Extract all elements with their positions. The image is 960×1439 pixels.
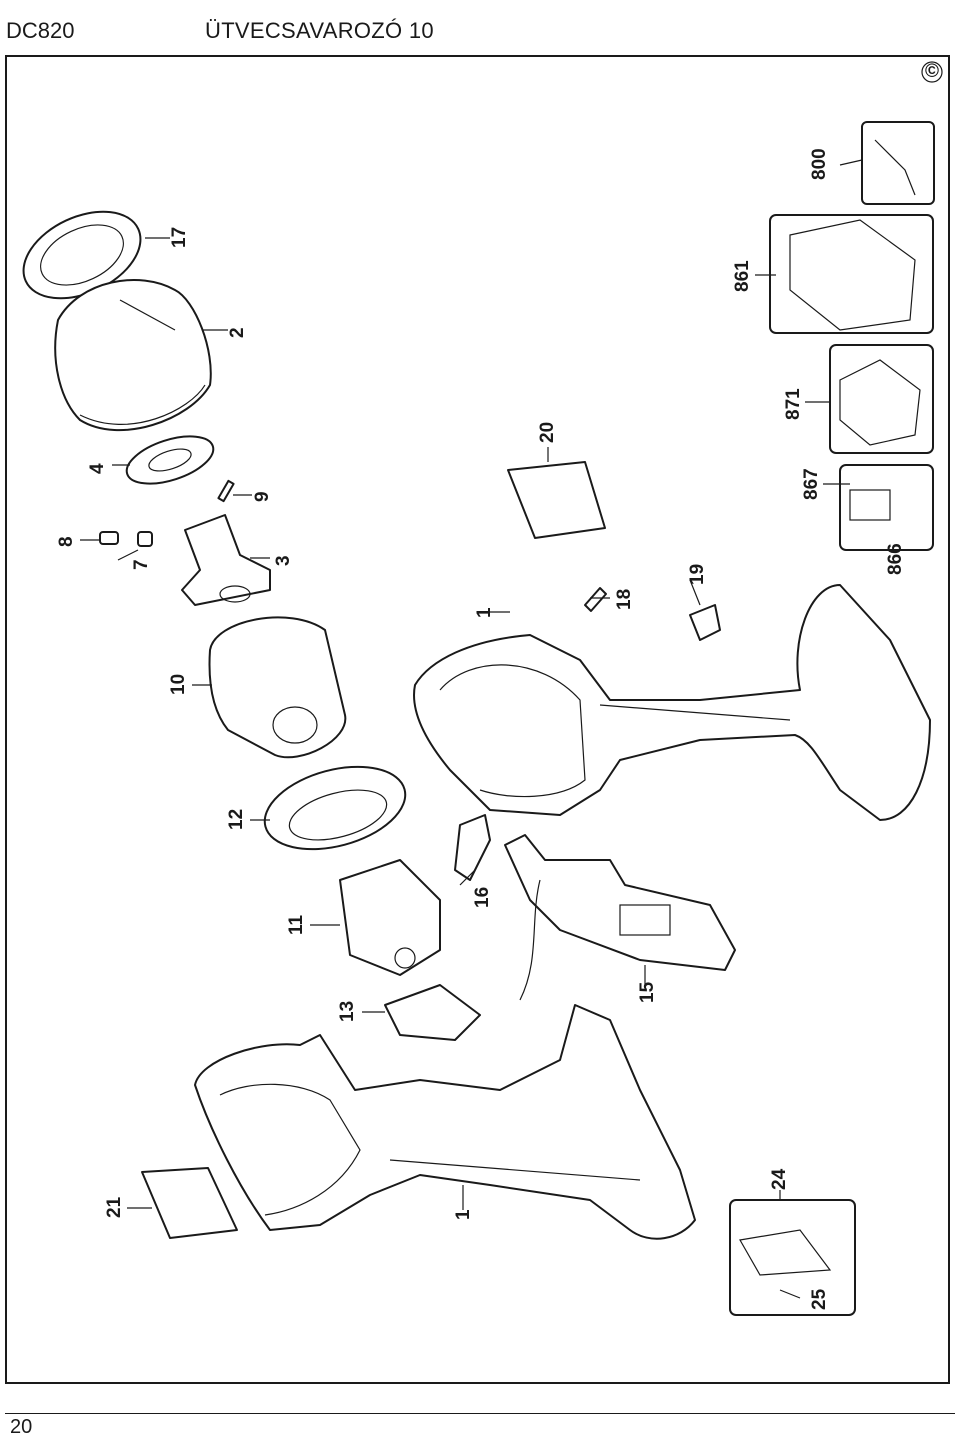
part-24-25-box	[729, 1199, 856, 1316]
part-16-clip	[454, 814, 491, 881]
part-20-label	[507, 461, 606, 539]
part-4-washer	[125, 435, 215, 485]
part-7-spring	[137, 531, 153, 547]
page-number: 20	[10, 1416, 33, 1438]
label-4: 4	[87, 463, 108, 474]
svg-text:©: ©	[925, 61, 939, 82]
leader-lines	[80, 159, 925, 1299]
label-1-bottom: 1	[453, 1209, 474, 1220]
part-12-ring	[263, 765, 407, 851]
part-19-clip	[689, 604, 721, 641]
page-title: ÜTVECSAVAROZÓ 10	[205, 18, 434, 43]
label-1-top: 1	[474, 607, 495, 618]
label-21: 21	[104, 1196, 125, 1218]
label-19: 19	[687, 564, 708, 585]
part-3-anvil	[181, 514, 271, 606]
part-21-label	[141, 1167, 238, 1239]
label-3: 3	[273, 555, 294, 566]
label-7: 7	[131, 559, 152, 570]
part-1-housing-left	[194, 1004, 696, 1240]
part-800-box	[861, 121, 935, 205]
part-18-screw	[584, 587, 607, 612]
part-13-brush-plate	[384, 984, 481, 1041]
label-871: 871	[783, 388, 804, 420]
label-17: 17	[169, 227, 190, 248]
label-25: 25	[809, 1288, 830, 1310]
label-2: 2	[227, 327, 248, 338]
copyright-icon: ©	[921, 61, 943, 83]
footer-divider	[5, 1413, 955, 1414]
label-13: 13	[337, 1001, 358, 1022]
label-867: 867	[801, 468, 822, 500]
part-1-housing-right	[413, 584, 931, 821]
part-labels: 800 17 861 2 871 4 20 9 867 8 7 3 866 18…	[56, 148, 906, 1310]
label-16: 16	[472, 887, 493, 908]
part-866-867-box	[839, 464, 934, 551]
label-866: 866	[885, 543, 906, 575]
label-24: 24	[769, 1168, 790, 1190]
part-8-screw	[99, 531, 119, 545]
label-861: 861	[732, 260, 753, 292]
part-861-battery-box	[769, 214, 934, 334]
part-11-motor	[339, 859, 441, 976]
label-20: 20	[537, 422, 558, 443]
diagram-frame	[5, 55, 950, 1384]
label-18: 18	[614, 589, 635, 610]
label-800: 800	[809, 148, 830, 180]
label-11: 11	[286, 914, 307, 935]
part-2-front-housing	[54, 279, 212, 432]
label-10: 10	[168, 674, 189, 695]
part-10-gear-case	[208, 616, 347, 759]
part-9-pin	[217, 479, 235, 503]
label-8: 8	[56, 536, 77, 547]
model-number: DC820	[6, 18, 75, 43]
label-15: 15	[637, 981, 658, 1003]
label-12: 12	[226, 809, 247, 830]
part-871-charger-box	[829, 344, 934, 454]
part-15-switch	[504, 834, 736, 1001]
label-9: 9	[252, 491, 273, 502]
